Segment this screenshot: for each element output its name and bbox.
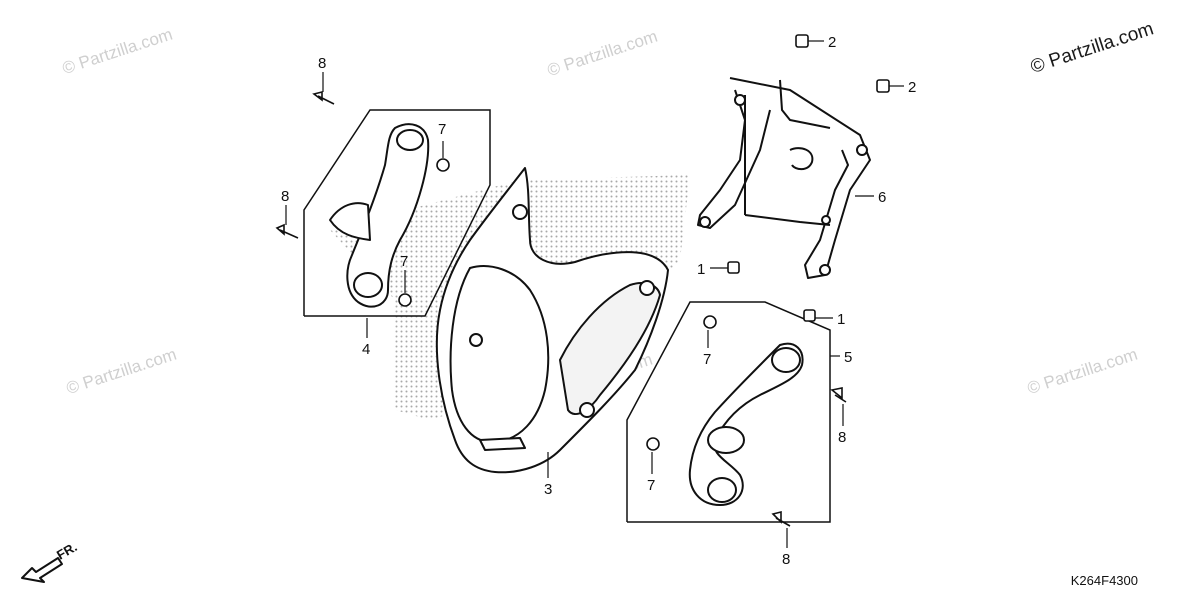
left-bracket-box	[303, 109, 491, 317]
callout-8: 8	[281, 188, 289, 205]
callout-1: 1	[837, 311, 845, 328]
diagram-code: K264F4300	[1070, 573, 1138, 588]
headlight-cover-part	[435, 167, 669, 474]
callout-8: 8	[318, 55, 326, 72]
leader-lines	[285, 40, 904, 548]
hardware-parts	[275, 34, 890, 527]
callout-8: 8	[782, 551, 790, 568]
callout-2: 2	[828, 34, 836, 51]
callout-4: 4	[362, 341, 370, 358]
upper-stay-part	[697, 77, 871, 279]
callout-1: 1	[697, 261, 705, 278]
callout-5: 5	[844, 349, 852, 366]
front-arrow-icon: FR.	[21, 539, 80, 583]
callout-3: 3	[544, 481, 552, 498]
callout-8: 8	[838, 429, 846, 446]
callout-7: 7	[703, 351, 711, 368]
left-bracket-part	[329, 123, 430, 308]
callout-7: 7	[400, 253, 408, 270]
callout-7: 7	[647, 477, 655, 494]
callout-7: 7	[438, 121, 446, 138]
right-bracket-box	[626, 301, 831, 523]
callout-6: 6	[878, 189, 886, 206]
callout-2: 2	[908, 79, 916, 96]
right-bracket-part	[688, 342, 804, 506]
